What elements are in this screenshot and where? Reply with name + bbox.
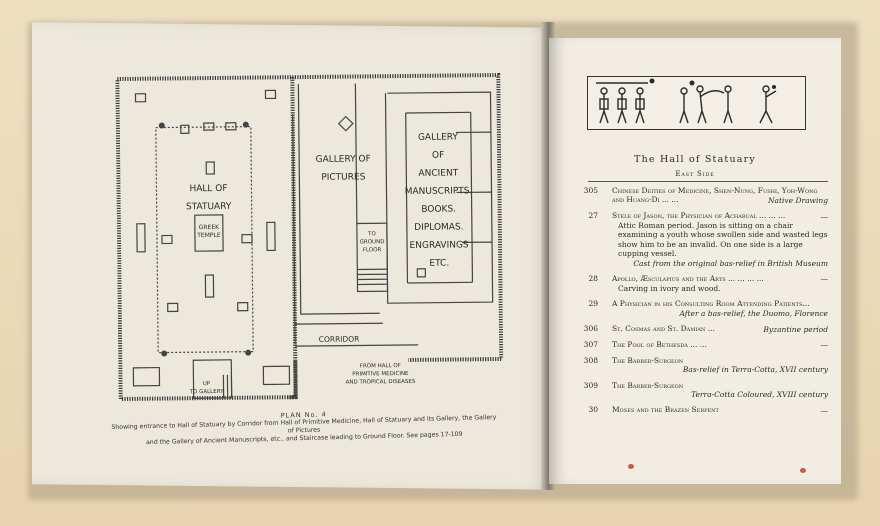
plan-label-temple: TEMPLE: [196, 232, 221, 239]
plan-label-to-gallery: TO GALLERY: [189, 389, 225, 395]
plan-label-diplomas: DIPLOMAS.: [414, 222, 463, 233]
catalogue-entry: 30 Moses and the Brazen Serpent —: [580, 405, 828, 415]
plan-label-corridor: CORRIDOR: [319, 334, 360, 343]
entry-title: Moses and the Brazen Serpent: [612, 405, 719, 415]
entry-title: Stele of Jason, the Physician of Acharua…: [612, 211, 757, 221]
plan-label-books: BOOKS.: [421, 204, 456, 214]
entry-description: Carving in ivory and wood.: [618, 283, 721, 293]
entry-note: Cast from the original bas-relief in Bri…: [633, 258, 828, 268]
plan-label-primitive-medicine: PRIMITIVE MEDICINE: [352, 371, 409, 378]
plan-label-pictures: PICTURES: [321, 172, 365, 182]
plan-label-floor: FLOOR: [363, 247, 382, 253]
section-rule: [588, 181, 828, 182]
entry-attribution: —: [820, 274, 829, 284]
ink-stain: [800, 468, 806, 473]
catalogue-entry: 306 St. Cosmas and St. Damian ... Byzant…: [580, 324, 828, 334]
entry-description: Attic Roman period. Jason is sitting on …: [618, 221, 828, 259]
frieze-figures-icon: [596, 78, 777, 124]
entry-dots: ... ...: [690, 339, 707, 349]
entry-number: 30: [588, 405, 598, 415]
entry-title: Apollo, Æsculapius and the Arts: [612, 274, 726, 284]
entry-title: A Physician in his Consulting Room Atten…: [612, 299, 810, 309]
catalogue-entry: 309 The Barber-Surgeon Terra-Cotta Colou…: [580, 381, 828, 400]
plan-label-ancient: ANCIENT: [418, 168, 458, 178]
entry-title: St. Cosmas and St. Damian: [612, 324, 706, 334]
entry-attribution: —: [820, 340, 829, 350]
entry-attribution: Byzantine period: [763, 324, 828, 334]
entry-number: 27: [588, 211, 598, 221]
entry-title: The Barber-Surgeon: [612, 380, 684, 390]
entry-dots: ...: [707, 324, 715, 334]
entry-title: The Barber-Surgeon: [612, 355, 684, 365]
plan-label-gallery: GALLERY: [418, 132, 459, 142]
plan-label-ground: GROUND: [360, 239, 385, 245]
catalogue-entry: 307 The Pool of Bethesda ... ... —: [580, 340, 828, 350]
plan-label-to: TO: [367, 231, 376, 237]
section-subtitle: East Side: [675, 170, 715, 178]
entry-dots: ... ... ... ...: [728, 274, 764, 284]
entry-dots: ... ...: [661, 195, 679, 205]
entry-number: 29: [588, 299, 598, 309]
entry-number: 307: [583, 339, 598, 349]
plan-label-etc: ETC.: [429, 259, 449, 269]
plan-label-from-hall-of: FROM HALL OF: [360, 363, 401, 369]
catalogue-entry: 28 Apollo, Æsculapius and the Arts ... .…: [580, 274, 828, 293]
catalogue-list: 305 Chinese Deities of Medicine, Shen-Nu…: [580, 186, 828, 421]
entry-number: 308: [583, 355, 598, 365]
plan-label-manuscripts: MANUSCRIPTS.: [405, 186, 473, 197]
plan-label-tropical: AND TROPICAL DISEASES: [346, 379, 416, 386]
entry-attribution: Native Drawing: [767, 195, 828, 205]
entry-note: Bas-relief in Terra-Cotta, XVII century: [682, 365, 828, 375]
plan-label-of: OF: [432, 151, 444, 161]
plan-label-engravings: ENGRAVINGS: [409, 240, 468, 251]
entry-dots: ... ... ...: [759, 211, 786, 221]
entry-attribution: —: [820, 211, 829, 221]
entry-number: 309: [583, 380, 598, 390]
entry-number: 306: [583, 324, 598, 334]
entry-number: 305: [583, 186, 598, 195]
entry-note: After a bas-relief, the Duomo, Florence: [679, 308, 828, 318]
entry-attribution: —: [820, 405, 829, 415]
entry-number: 28: [588, 274, 598, 284]
egyptian-frieze-illustration: [587, 76, 806, 130]
catalogue-entry: 29 A Physician in his Consulting Room At…: [580, 299, 828, 318]
catalogue-entry: 305 Chinese Deities of Medicine, Shen-Nu…: [580, 186, 828, 205]
plan-label-hall-of: HALL OF: [189, 184, 227, 194]
catalogue-entry: 308 The Barber-Surgeon Bas-relief in Ter…: [580, 356, 828, 375]
entry-note: Terra-Cotta Coloured, XVIII century: [691, 389, 828, 399]
entry-title: The Pool of Bethesda: [612, 339, 688, 349]
floor-plan: HALL OF STATUARY GREEK TEMPLE GALLERY OF…: [115, 72, 504, 402]
catalogue-entry: 27 Stele of Jason, the Physician of Acha…: [580, 211, 828, 268]
plan-label-gallery-of: GALLERY OF: [316, 154, 371, 165]
ink-stain: [628, 464, 634, 469]
plan-label-greek: GREEK: [199, 224, 220, 231]
entry-title: Chinese Deities of Medicine, Shen-Nung, …: [612, 186, 818, 205]
section-title: The Hall of Statuary: [634, 154, 756, 165]
plan-label-statuary: STATUARY: [186, 202, 232, 212]
plan-label-up: UP: [203, 381, 211, 387]
